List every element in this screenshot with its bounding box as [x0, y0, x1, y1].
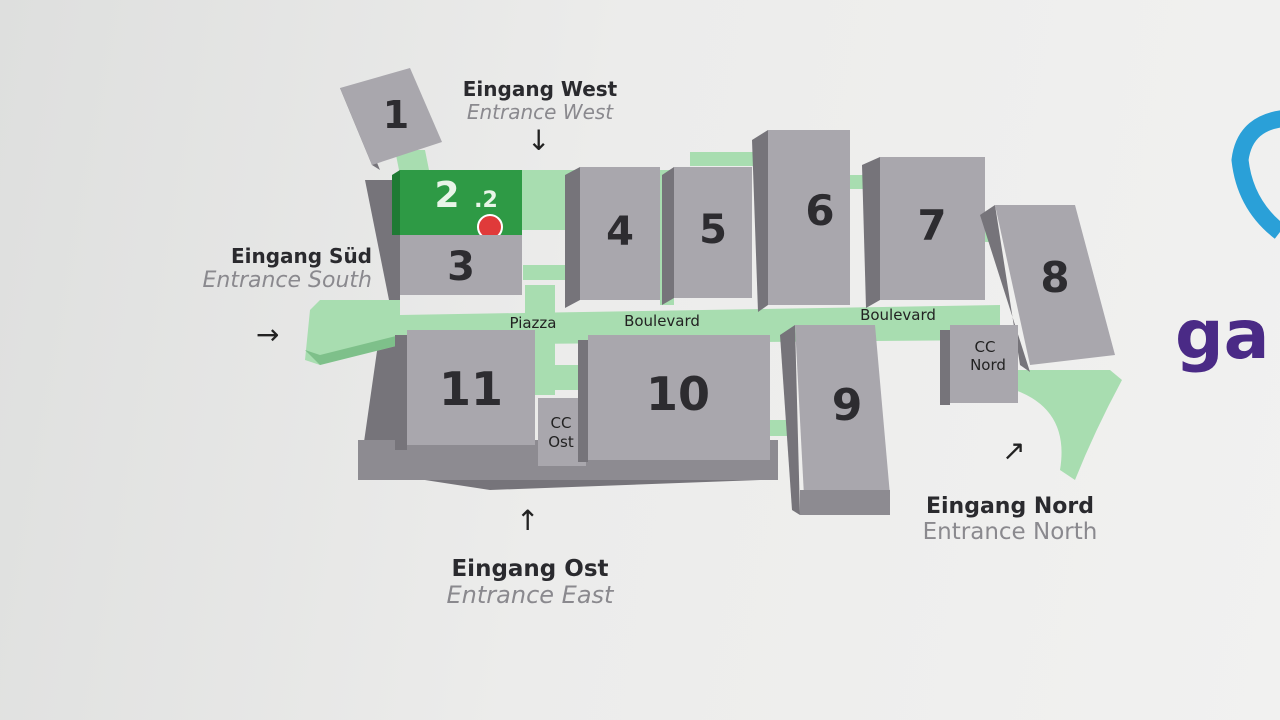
svg-text:10: 10 — [646, 367, 710, 421]
arrow-up-right-icon: ↗ — [1002, 434, 1026, 467]
hall-6[interactable]: 6 — [752, 130, 850, 312]
hall-8[interactable]: 8 — [980, 205, 1115, 372]
hall-2-2[interactable]: 2 .2 — [392, 170, 522, 240]
entrance-south-label: Eingang Süd Entrance South — [150, 244, 372, 294]
entrance-south-en: Entrance South — [202, 268, 372, 293]
svg-text:11: 11 — [439, 362, 503, 416]
svg-text:6: 6 — [805, 186, 834, 235]
entrance-west-de: Eingang West — [462, 77, 618, 101]
hall-10[interactable]: 10 — [578, 335, 770, 462]
svg-text:9: 9 — [832, 380, 863, 431]
entrance-west-label: Eingang West Entrance West — [440, 78, 640, 124]
svg-text:5: 5 — [699, 207, 727, 253]
svg-text:CC: CC — [975, 338, 996, 356]
entrance-north-label: Eingang Nord Entrance North — [895, 494, 1125, 546]
svg-text:CC: CC — [551, 414, 572, 432]
svg-text:7: 7 — [917, 201, 946, 250]
hall-1[interactable]: 1 — [340, 68, 442, 170]
svg-text:1: 1 — [383, 93, 409, 137]
arrow-down-icon: ↓ — [527, 124, 551, 157]
svg-text:ga: ga — [1175, 296, 1270, 375]
entrance-east-label: Eingang Ost Entrance East — [410, 556, 650, 610]
hall-4[interactable]: 4 — [565, 167, 660, 308]
boulevard-label: Boulevard — [624, 312, 700, 330]
north-walkway — [1015, 370, 1122, 480]
entrance-south-de: Eingang Süd — [230, 244, 372, 268]
svg-text:4: 4 — [606, 209, 634, 255]
hall-3[interactable]: 3 — [392, 235, 522, 300]
piazza-label: Piazza — [509, 314, 556, 332]
arrow-up-icon: ↑ — [516, 504, 540, 537]
hall-9[interactable]: 9 — [780, 325, 890, 515]
entrance-east-de: Eingang Ost — [451, 556, 609, 582]
hall-7[interactable]: 7 — [862, 157, 985, 308]
arrow-right-icon: → — [256, 318, 280, 351]
svg-text:Ost: Ost — [548, 433, 574, 451]
brand-logo: ga — [1175, 110, 1280, 375]
hall-5[interactable]: 5 — [662, 167, 752, 305]
hall-11[interactable]: 11 — [395, 330, 535, 450]
entrance-west-en: Entrance West — [466, 100, 614, 124]
entrance-north-en: Entrance North — [922, 519, 1098, 546]
svg-text:Nord: Nord — [970, 356, 1006, 374]
svg-text:3: 3 — [447, 244, 475, 290]
cc-nord[interactable]: CC Nord — [940, 325, 1018, 405]
boulevard-label: Boulevard — [860, 306, 936, 324]
svg-text:2: 2 — [434, 175, 459, 216]
entrance-east-en: Entrance East — [446, 581, 614, 610]
svg-text:8: 8 — [1040, 253, 1069, 302]
svg-text:.2: .2 — [474, 188, 498, 213]
entrance-north-de: Eingang Nord — [925, 494, 1095, 519]
